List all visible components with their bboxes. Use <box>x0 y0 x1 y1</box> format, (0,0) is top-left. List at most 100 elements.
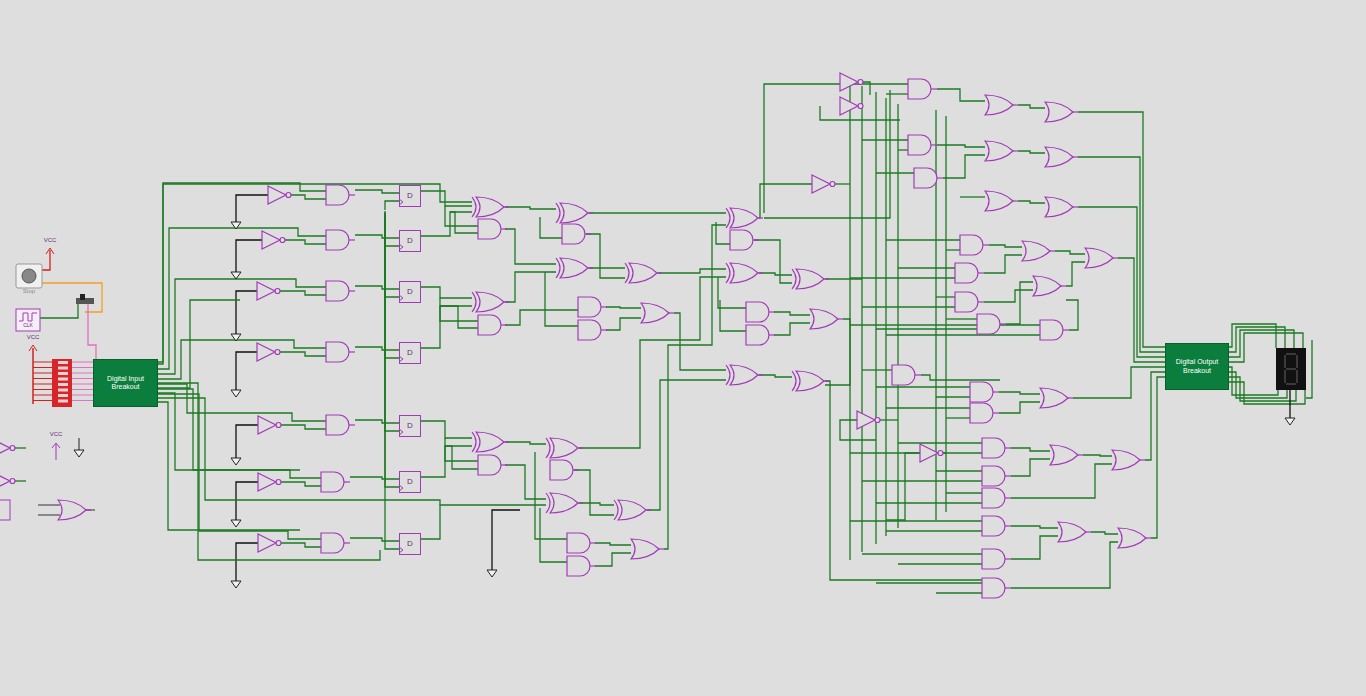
and-gate <box>914 168 943 188</box>
clipped-part <box>0 500 10 520</box>
ground-symbol <box>231 390 241 397</box>
and-gate <box>960 235 989 255</box>
ground-symbol <box>231 334 241 341</box>
flip-flop: D <box>399 415 421 437</box>
wire <box>589 267 625 268</box>
and-gate <box>578 297 607 317</box>
xor-gate <box>625 263 662 283</box>
ground-symbol <box>231 581 241 588</box>
wire <box>355 190 399 193</box>
wire <box>664 225 726 549</box>
wire <box>385 216 399 549</box>
xor-gate <box>726 208 763 228</box>
and-gate <box>982 466 1011 486</box>
not-gate <box>0 472 15 490</box>
wire <box>861 86 862 552</box>
wire <box>1151 377 1165 538</box>
ground-symbol <box>231 458 241 465</box>
wire <box>984 255 1022 273</box>
wire <box>898 267 955 268</box>
button-label: Stop <box>23 288 35 294</box>
wire <box>33 373 52 374</box>
wire <box>886 334 1040 335</box>
clock-source <box>16 309 40 331</box>
wire <box>885 98 886 536</box>
wire <box>898 563 982 564</box>
wire <box>658 269 726 273</box>
xor-gate <box>792 371 829 391</box>
wire <box>1289 390 1290 418</box>
wire <box>825 381 982 580</box>
wire <box>936 592 982 593</box>
ground-symbol <box>74 450 84 457</box>
and-gate <box>578 320 607 340</box>
or-gate <box>810 309 843 329</box>
wire <box>1011 542 1118 588</box>
flip-flop: D <box>399 185 421 207</box>
wire <box>759 184 812 218</box>
vcc-arrow <box>46 248 54 254</box>
and-gate <box>478 219 507 239</box>
not-gate <box>258 473 281 491</box>
wire <box>1078 207 1165 357</box>
wire <box>886 453 920 520</box>
xor-gate <box>614 500 651 520</box>
wire <box>236 291 257 334</box>
wire <box>545 272 578 326</box>
wire <box>825 319 850 385</box>
not-gate <box>0 439 15 457</box>
wire <box>505 442 546 444</box>
board-label: Digital Input Breakout <box>98 375 153 391</box>
wire <box>754 240 792 283</box>
pin-label: D <box>404 421 416 430</box>
and-gate <box>982 438 1011 458</box>
wire <box>606 307 641 308</box>
xor-gate <box>556 258 593 278</box>
wire <box>385 213 399 358</box>
wire <box>236 425 258 458</box>
or-gate <box>1050 445 1083 465</box>
wire <box>1091 532 1118 534</box>
pin-label: D <box>404 236 416 245</box>
wire <box>421 421 472 438</box>
pin-label: D <box>404 539 416 548</box>
wire <box>876 502 982 503</box>
or-gate <box>631 539 664 559</box>
wire <box>579 503 614 505</box>
wire <box>835 183 850 184</box>
wire <box>880 419 898 420</box>
xor-gate <box>546 438 583 458</box>
wire <box>897 104 898 528</box>
wire <box>862 369 892 370</box>
wire <box>764 84 840 213</box>
wire <box>764 90 890 218</box>
wire <box>1078 157 1165 352</box>
wire <box>421 191 472 206</box>
wire <box>33 389 52 390</box>
wire <box>862 139 908 140</box>
wire <box>862 82 870 95</box>
wire <box>385 212 399 297</box>
wire <box>946 417 970 418</box>
wire <box>72 389 93 390</box>
wire <box>355 235 399 238</box>
wire <box>850 277 955 278</box>
or-gate <box>1058 522 1091 542</box>
xor-gate <box>556 203 593 223</box>
or-gate <box>1045 147 1078 167</box>
and-gate <box>977 314 1006 334</box>
flip-flop: D <box>399 342 421 364</box>
or-gate <box>641 303 674 323</box>
and-gate <box>326 415 355 435</box>
wire <box>759 273 792 275</box>
or-gate <box>1118 528 1151 548</box>
wire <box>862 553 982 554</box>
wire <box>33 378 52 379</box>
wire <box>72 373 93 374</box>
wire <box>33 395 52 396</box>
and-gate <box>321 533 350 553</box>
wire <box>875 92 876 544</box>
wire <box>281 482 321 486</box>
and-gate <box>955 292 984 312</box>
